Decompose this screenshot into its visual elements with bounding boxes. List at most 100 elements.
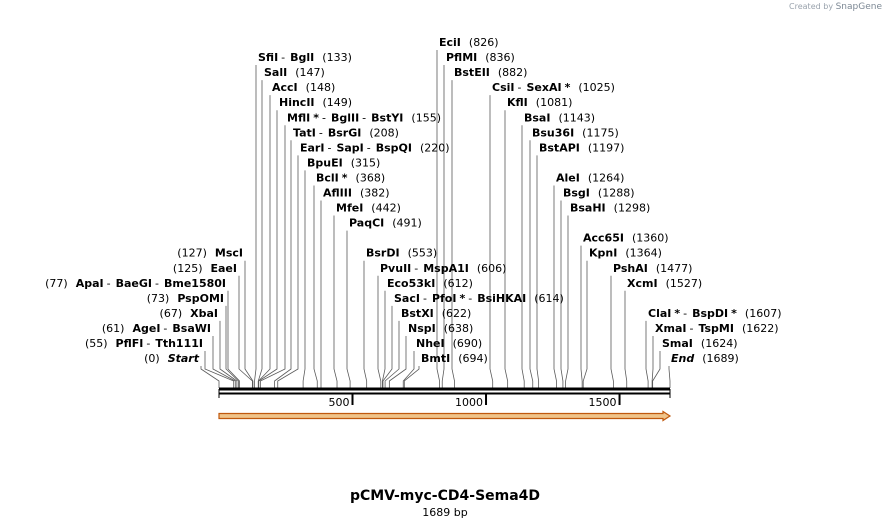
enzyme-name[interactable]: KflI (507, 96, 528, 109)
enzyme-name[interactable]: BclI (316, 171, 339, 184)
enzyme-name[interactable]: BglII (331, 111, 359, 124)
enzyme-name[interactable]: TatI (293, 126, 316, 139)
enzyme-name[interactable]: Bsu36I (532, 126, 574, 139)
enzyme-name[interactable]: KpnI (589, 247, 617, 260)
enzyme-name[interactable]: CsiI (492, 81, 514, 94)
methylation-star: * (459, 292, 465, 305)
enzyme-name[interactable]: SexAI (526, 81, 561, 94)
enzyme-name[interactable]: PflMI (446, 51, 477, 64)
cut-site-line (200, 366, 220, 388)
cut-position: (0) (144, 352, 160, 365)
enzyme-name[interactable]: PvuII (380, 262, 411, 275)
enzyme-name[interactable]: SacI (394, 292, 420, 305)
cut-site-line (521, 125, 525, 388)
cut-site-line (402, 351, 415, 388)
cut-site-line (384, 320, 400, 388)
enzyme-name[interactable]: BstAPI (539, 141, 580, 154)
enzyme-name[interactable]: SapI (336, 141, 363, 154)
enzyme-name[interactable]: NheI (416, 337, 445, 350)
enzyme-name[interactable]: MspA1I (423, 262, 469, 275)
cut-site-line (610, 275, 614, 388)
enzyme-name[interactable]: BstEII (454, 66, 490, 79)
enzyme-name[interactable]: Tth111I (155, 337, 203, 350)
enzyme-name[interactable]: Eco53kI (387, 277, 435, 290)
enzyme-name[interactable]: SfiI (258, 51, 278, 64)
enzyme-name[interactable]: BsaWI (172, 322, 211, 335)
enzyme-name[interactable]: BsrGI (328, 126, 361, 139)
enzyme-name[interactable]: BaeGI (116, 277, 152, 290)
name-separator: - (319, 126, 323, 139)
enzyme-name[interactable]: AleI (556, 171, 580, 184)
enzyme-name[interactable]: BsgI (563, 187, 590, 200)
cut-position: (442) (371, 202, 401, 215)
cut-position: (614) (534, 292, 564, 305)
cut-position: (826) (469, 36, 499, 49)
enzyme-name[interactable]: TspMI (698, 322, 734, 335)
enzyme-name[interactable]: EciI (439, 36, 461, 49)
enzyme-name[interactable]: Start (168, 352, 200, 365)
cut-position: (368) (356, 171, 386, 184)
cut-position: (690) (453, 337, 483, 350)
enzyme-name[interactable]: PflFI (116, 337, 144, 350)
enzyme-name[interactable]: XmaI (655, 322, 686, 335)
cut-position: (220) (420, 141, 450, 154)
cut-position: (612) (443, 277, 473, 290)
enzyme-name[interactable]: AgeI (132, 322, 160, 335)
ruler-tick-label: 1500 (589, 396, 617, 409)
cut-site-line (219, 320, 238, 388)
enzyme-name[interactable]: EarI (300, 141, 324, 154)
enzyme-name[interactable]: AflIII (323, 187, 352, 200)
enzyme-name[interactable]: MflI (287, 111, 310, 124)
enzyme-name[interactable]: SalI (264, 66, 287, 79)
cut-position: (77) (45, 277, 68, 290)
enzyme-name[interactable]: BsrDI (366, 247, 400, 260)
cut-position: (67) (160, 307, 183, 320)
enzyme-name[interactable]: PaqCI (349, 217, 384, 230)
enzyme-name[interactable]: BsaHI (570, 202, 606, 215)
enzyme-name[interactable]: ClaI (648, 307, 671, 320)
methylation-star: * (674, 307, 680, 320)
enzyme-name[interactable]: BglI (290, 51, 314, 64)
sequence-length: 1689 bp (422, 506, 468, 519)
enzyme-name[interactable]: BstXI (401, 307, 434, 320)
enzyme-labels: SfiI-BglI(133)SalI(147)AccI(148)HincII(1… (45, 36, 781, 365)
enzyme-name[interactable]: BsiHKAI (477, 292, 526, 305)
cut-site-line (377, 275, 382, 388)
cut-site-line (441, 65, 445, 388)
enzyme-name[interactable]: BsaI (524, 111, 550, 124)
enzyme-name[interactable]: HincII (279, 96, 315, 109)
enzyme-name[interactable]: XbaI (190, 307, 218, 320)
enzyme-name[interactable]: PfoI (432, 292, 457, 305)
enzyme-name[interactable]: Acc65I (583, 232, 624, 245)
cut-site-line (227, 290, 240, 388)
enzyme-name[interactable]: BstYI (371, 111, 403, 124)
feature-arrow[interactable] (218, 410, 672, 422)
enzyme-name[interactable]: BspQI (376, 141, 412, 154)
enzyme-name[interactable]: BspDI (692, 307, 728, 320)
cut-site-line (244, 260, 254, 388)
cut-site-line (257, 80, 263, 388)
cut-position: (73) (147, 292, 170, 305)
enzyme-name[interactable]: XcmI (627, 277, 658, 290)
enzyme-name[interactable]: PspOMI (177, 292, 224, 305)
enzyme-name[interactable]: EaeI (211, 262, 238, 275)
enzyme-name[interactable]: PshAI (613, 262, 648, 275)
enzyme-name[interactable]: ApaI (76, 277, 104, 290)
cut-site-line (302, 170, 306, 388)
cut-position: (1477) (656, 262, 693, 275)
cut-site-line (274, 140, 292, 388)
enzyme-name[interactable]: End (671, 352, 694, 365)
enzyme-name[interactable]: MfeI (336, 202, 363, 215)
enzyme-name[interactable]: MscI (215, 247, 243, 260)
enzyme-name[interactable]: SmaI (662, 337, 693, 350)
enzyme-name[interactable]: NspI (408, 322, 436, 335)
name-separator: - (362, 111, 366, 124)
enzyme-name[interactable]: Bme1580I (164, 277, 226, 290)
cut-site-line (582, 260, 588, 388)
cut-site-lines (200, 50, 671, 388)
enzyme-name[interactable]: AccI (272, 81, 298, 94)
cut-site-line (212, 335, 236, 388)
enzyme-name[interactable]: BpuEI (307, 156, 343, 169)
cut-site-line (645, 320, 649, 388)
enzyme-name[interactable]: BmtI (421, 352, 450, 365)
